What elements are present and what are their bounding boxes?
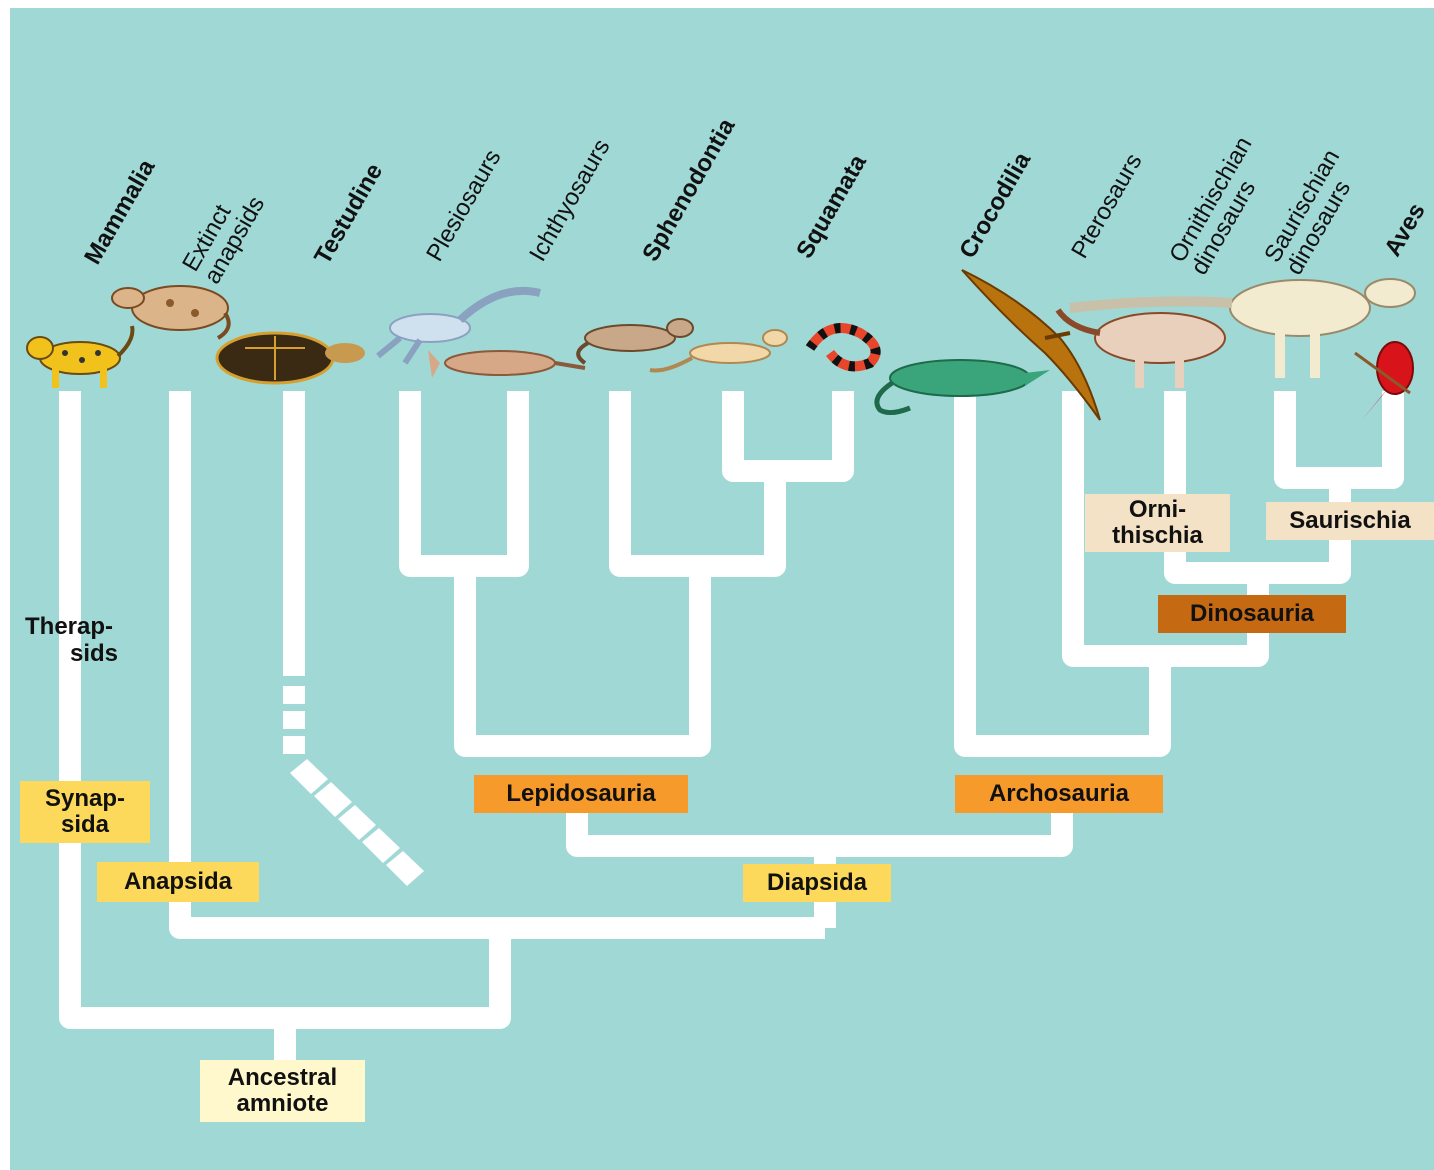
leopard-icon: [27, 326, 132, 388]
branch-lepidosauria-pair: [465, 568, 700, 746]
snake-icon: [810, 328, 876, 366]
tree-branches: [70, 391, 1393, 1060]
clade-therapsids: Therap-sids: [25, 613, 118, 667]
clade-archosauria: Archosauria: [955, 775, 1163, 813]
branch-plesio-ichthyo: [410, 391, 518, 566]
branch-saurischia: [1285, 391, 1393, 478]
clade-synapsida: Synap-sida: [20, 781, 150, 843]
ichthyosaur-icon: [428, 350, 585, 378]
extinct-lineage-dashes: [283, 686, 424, 886]
tuatara-icon: [578, 319, 693, 363]
clade-dinosauria: Dinosauria: [1158, 595, 1346, 633]
branch-squamata: [733, 391, 843, 471]
clade-diapsida: Diapsida: [743, 864, 891, 902]
clade-lepidosauria: Lepidosauria: [474, 775, 688, 813]
clade-saurischia: Saurischia: [1266, 502, 1434, 540]
clade-anapsida: Anapsida: [97, 862, 259, 902]
clade-ornithischia: Orni-thischia: [1085, 494, 1230, 552]
extinct-anapsid-icon: [112, 286, 229, 338]
turtle-icon: [217, 333, 365, 383]
